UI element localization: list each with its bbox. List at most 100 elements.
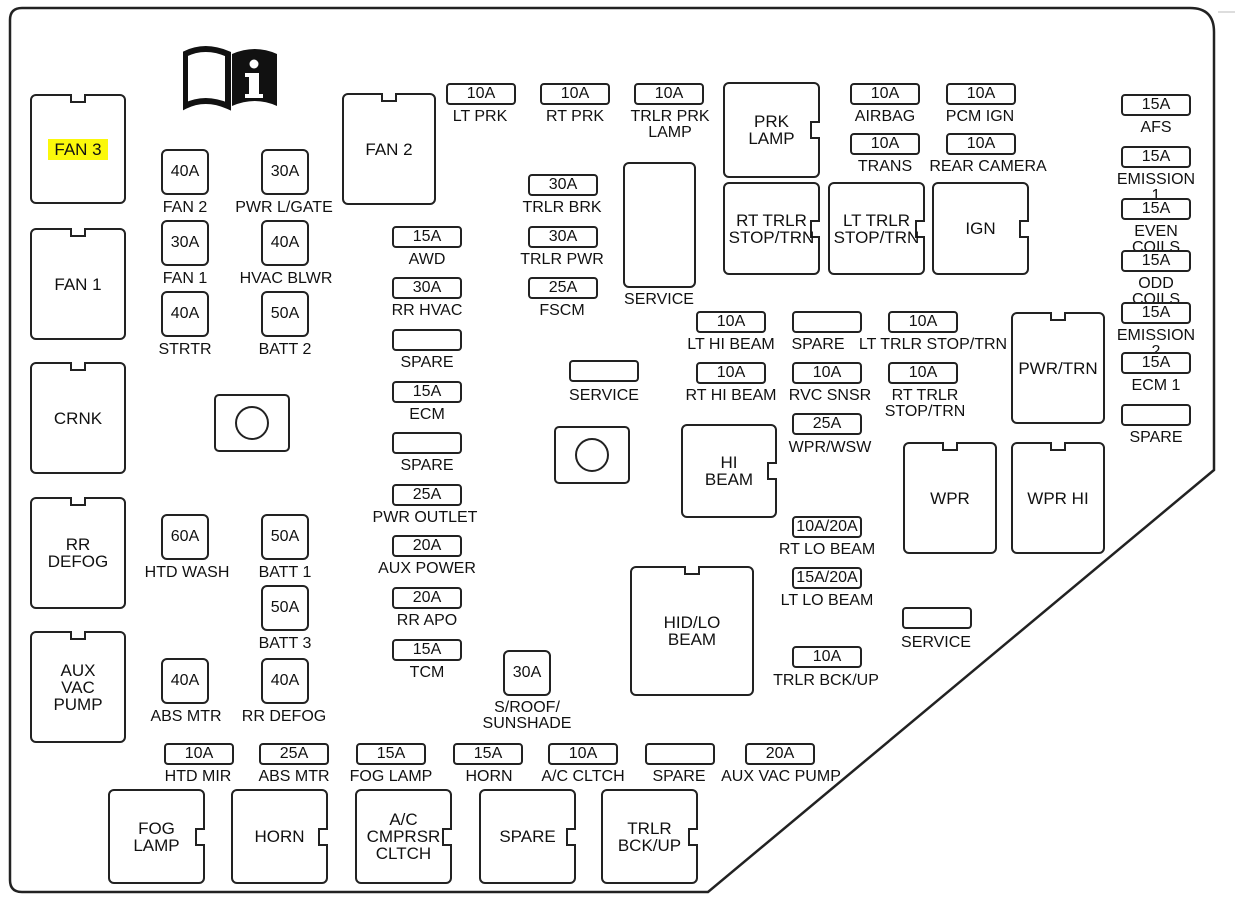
relay-hid-lo-beam: HID/LO BEAM [630, 566, 754, 696]
fuse-label: LT HI BEAM [687, 336, 775, 353]
fuse-15a-even-coils: 15A [1121, 198, 1191, 220]
relay-lt-trlr-stop-trn: LT TRLR STOP/TRN [828, 182, 925, 275]
fuse-amp: 10A [466, 85, 496, 102]
fuse-amp: 20A [765, 745, 795, 762]
fuse-label: AIRBAG [854, 108, 916, 125]
fuse-label: FSCM [539, 302, 585, 319]
fuse-30a-sroof: 30A [503, 650, 551, 696]
fuse-10a-trlr-prk-lamp: 10A [634, 83, 704, 105]
fuse-label: RR DEFOG [241, 708, 327, 725]
fuse-label: BATT 3 [258, 635, 312, 652]
fuse-25a-wpr-wsw: 25A [792, 413, 862, 435]
grommet-left [214, 394, 290, 452]
relay-fog-lamp: FOG LAMP [108, 789, 205, 884]
fuse-label: PCM IGN [945, 108, 1015, 125]
fuse-15a-awd: 15A [392, 226, 462, 248]
fuse-50a-batt2: 50A [261, 291, 309, 337]
fuse-label: RR APO [396, 612, 458, 629]
fuse-label: SPARE [1129, 429, 1183, 446]
fuse-20a-aux-power: 20A [392, 535, 462, 557]
fuse-label: AUX VAC PUMP [721, 768, 841, 785]
fuse-50a-batt3: 50A [261, 585, 309, 631]
fuse-label: RVC SNSR [788, 387, 872, 404]
relay-label: HID/LO BEAM [663, 613, 721, 649]
fuse-30a-trlr-brk: 30A [528, 174, 598, 196]
relay-wpr-hi: WPR HI [1011, 442, 1105, 554]
fuse-label: TRLR BRK [522, 199, 602, 216]
fuse-15a-emission2: 15A [1121, 302, 1191, 324]
fuse-30a-trlr-pwr: 30A [528, 226, 598, 248]
fuse-label: TCM [409, 664, 445, 681]
fuse-spare-mid [792, 311, 862, 333]
fuse-amp: 25A [548, 279, 578, 296]
fuse-amp: 10A [966, 85, 996, 102]
fuse-30a-rr-hvac: 30A [392, 277, 462, 299]
fuse-50a-batt1: 50A [261, 514, 309, 560]
fuse-label: STRTR [158, 341, 212, 358]
fuse-label: EMISSION 1 [1116, 171, 1196, 204]
fuse-10a-airbag: 10A [850, 83, 920, 105]
fuse-20a-rr-apo: 20A [392, 587, 462, 609]
relay-label: TRLR BCK/UP [617, 818, 682, 855]
fuse-amp: 40A [170, 305, 200, 322]
fuse-15a-ecm1: 15A [1121, 352, 1191, 374]
fuse-amp: 10A [560, 85, 590, 102]
fuse-label: LT PRK [452, 108, 508, 125]
fuse-label: S/ROOF/ SUNSHADE [482, 699, 572, 732]
fuse-label: LT LO BEAM [780, 592, 874, 609]
fuse-label: FOG LAMP [349, 768, 433, 785]
fuse-label: ABS MTR [150, 708, 222, 725]
fuse-60a-htd-wash: 60A [161, 514, 209, 560]
fuse-amp: 30A [548, 176, 578, 193]
fuse-label: REAR CAMERA [929, 158, 1047, 175]
fuse-label: RT HI BEAM [685, 387, 777, 404]
fuse-amp: 20A [412, 537, 442, 554]
fuse-10a-rvc-snsr: 10A [792, 362, 862, 384]
fuse-label: BATT 2 [258, 341, 312, 358]
fuse-amp: 15A [412, 641, 442, 658]
fuse-label: RT PRK [545, 108, 605, 125]
relay-crnk: CRNK [30, 362, 126, 474]
fuse-15a-odd-coils: 15A [1121, 250, 1191, 272]
relay-label: LT TRLR STOP/TRN [833, 210, 920, 247]
relay-label: RT TRLR STOP/TRN [728, 210, 815, 247]
fuse-label: RR HVAC [391, 302, 463, 319]
relay-ign: IGN [932, 182, 1029, 275]
relay-label: FAN 2 [365, 139, 413, 159]
grommet-center [554, 426, 630, 484]
fuse-10a-rt-prk: 10A [540, 83, 610, 105]
fuse-40a-strtr: 40A [161, 291, 209, 337]
fuse-label: A/C CLTCH [541, 768, 625, 785]
fuse-amp: 30A [170, 234, 200, 251]
fuse-amp: 15A [1141, 354, 1171, 371]
fuse-amp: 30A [412, 279, 442, 296]
fuse-15a-emission1: 15A [1121, 146, 1191, 168]
fuse-amp: 50A [270, 305, 300, 322]
relay-label: FAN 1 [54, 274, 102, 294]
fuse-10a-pcm-ign: 10A [946, 83, 1016, 105]
fuse-label: ABS MTR [258, 768, 330, 785]
fuse-label: FAN 1 [162, 270, 208, 287]
fuse-amp: 40A [270, 672, 300, 689]
relay-label: CRNK [53, 408, 103, 428]
fuse-amp: 10A [716, 313, 746, 330]
fuse-amp: 50A [270, 599, 300, 616]
fuse-label: SPARE [400, 354, 454, 371]
fuse-amp: 15A [412, 228, 442, 245]
fuse-label: TRLR PWR [520, 251, 604, 268]
fuse-15a-ecm: 15A [392, 381, 462, 403]
fuse-label: PWR L/GATE [235, 199, 333, 216]
fuse-label: LT TRLR STOP/TRN [858, 336, 1008, 353]
fuse-10a-rt-hi-beam: 10A [696, 362, 766, 384]
relay-ac-cmprsr-cltch: A/C CMPRSR CLTCH [355, 789, 452, 884]
fuse-10a-ac-cltch: 10A [548, 743, 618, 765]
fuse-10a20a-rt-lo-beam: 10A/20A [792, 516, 862, 538]
fuse-40a-fan2: 40A [161, 149, 209, 195]
relay-fan3: FAN 3 [30, 94, 126, 204]
fuse-10a-lt-trlr-stop: 10A [888, 311, 958, 333]
fuse-amp: 40A [270, 234, 300, 251]
fuse-amp: 15A/20A [796, 569, 858, 586]
fuse-amp: 10A [908, 364, 938, 381]
fuse-amp: 15A [1141, 304, 1171, 321]
fuse-label: SPARE [652, 768, 706, 785]
